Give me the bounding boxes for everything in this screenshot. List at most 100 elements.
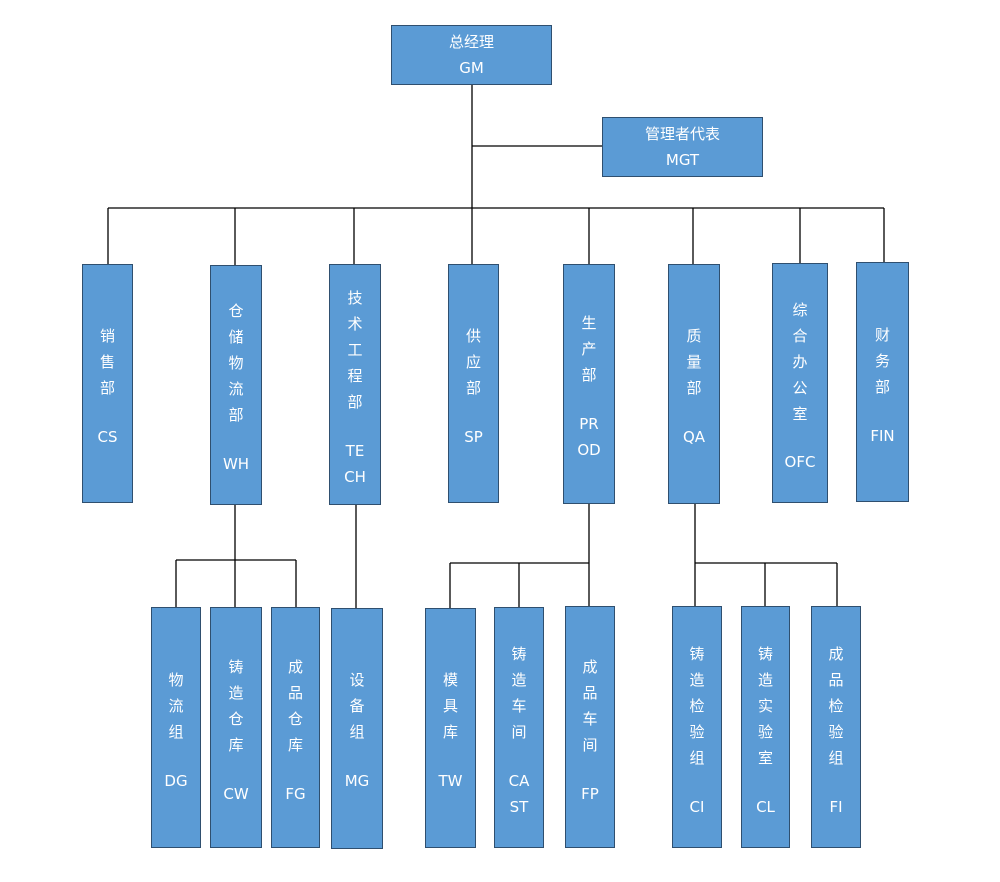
- node-mg: 设备组 MG: [331, 608, 383, 849]
- name-char: 流: [228, 380, 244, 398]
- name-char: 部: [228, 406, 244, 424]
- name-char: 品: [287, 684, 303, 702]
- name-char: 合: [792, 327, 808, 345]
- node-ofc-code: OFC: [784, 453, 816, 471]
- node-tech-code1: TE: [345, 442, 365, 460]
- name-char: 综: [792, 301, 808, 319]
- name-char: 务: [874, 352, 890, 370]
- node-cw-code: CW: [223, 785, 249, 803]
- node-cw: 铸造仓库 CW: [210, 607, 262, 848]
- name-char: 程: [347, 367, 363, 385]
- node-qa: 质量部 QA: [668, 264, 720, 504]
- name-char: 部: [686, 379, 702, 397]
- node-fi-code: FI: [829, 798, 843, 816]
- name-char: 公: [792, 379, 808, 397]
- node-prod-name: 生产部: [564, 310, 614, 388]
- node-mg-code: MG: [344, 772, 370, 790]
- node-dg-name: 物流组: [152, 667, 200, 745]
- node-gm-name: 总经理: [448, 33, 494, 51]
- node-fp: 成品车间 FP: [565, 606, 615, 848]
- name-char: 量: [686, 353, 702, 371]
- name-char: 仓: [228, 302, 244, 320]
- node-mgt: 管理者代表 MGT: [602, 117, 763, 177]
- node-gm: 总经理 GM: [391, 25, 552, 85]
- name-char: 供: [465, 327, 481, 345]
- name-char: 设: [349, 671, 365, 689]
- name-char: 仓: [287, 710, 303, 728]
- node-cs-code: CS: [97, 428, 118, 446]
- name-char: 检: [828, 697, 844, 715]
- node-ofc-name: 综合办公室: [773, 297, 827, 427]
- name-char: 部: [347, 393, 363, 411]
- name-char: 仓: [228, 710, 244, 728]
- name-char: 产: [581, 340, 597, 358]
- node-cast-code2: ST: [509, 798, 529, 816]
- node-prod: 生产部 PR OD: [563, 264, 615, 504]
- name-char: 成: [287, 658, 303, 676]
- name-char: 储: [228, 328, 244, 346]
- node-fg-code: FG: [285, 785, 306, 803]
- node-mg-name: 设备组: [332, 667, 382, 745]
- name-char: 物: [228, 354, 244, 372]
- name-char: 物: [168, 671, 184, 689]
- node-mgt-code: MGT: [665, 151, 700, 169]
- node-ci: 铸造检验组 CI: [672, 606, 722, 848]
- name-char: 造: [757, 671, 773, 689]
- name-char: 铸: [511, 645, 527, 663]
- name-char: 流: [168, 697, 184, 715]
- node-tw-code: TW: [438, 772, 463, 790]
- node-cast-code1: CA: [508, 772, 530, 790]
- name-char: 品: [582, 684, 598, 702]
- node-dg: 物流组 DG: [151, 607, 201, 848]
- name-char: 组: [168, 723, 184, 741]
- name-char: 术: [347, 315, 363, 333]
- name-char: 实: [757, 697, 773, 715]
- name-char: 造: [689, 671, 705, 689]
- node-mgt-name: 管理者代表: [644, 125, 720, 143]
- name-char: 间: [582, 736, 598, 754]
- node-fin: 财务部 FIN: [856, 262, 909, 502]
- name-char: 部: [581, 366, 597, 384]
- name-char: 财: [874, 326, 890, 344]
- node-fin-code: FIN: [870, 427, 895, 445]
- node-sp-name: 供应部: [449, 323, 498, 401]
- name-char: 部: [874, 378, 890, 396]
- name-char: 部: [465, 379, 481, 397]
- name-char: 铸: [228, 658, 244, 676]
- node-fg: 成品仓库 FG: [271, 607, 320, 848]
- name-char: 办: [792, 353, 808, 371]
- node-cl-code: CL: [756, 798, 775, 816]
- name-char: 应: [465, 353, 481, 371]
- name-char: 室: [757, 749, 773, 767]
- node-fp-code: FP: [581, 785, 599, 803]
- name-char: 部: [99, 379, 115, 397]
- node-cl: 铸造实验室 CL: [741, 606, 790, 848]
- node-cast-name: 铸造车间: [495, 641, 543, 745]
- node-ci-code: CI: [689, 798, 705, 816]
- name-char: 成: [582, 658, 598, 676]
- node-cast: 铸造车间 CA ST: [494, 607, 544, 848]
- name-char: 造: [228, 684, 244, 702]
- name-char: 组: [349, 723, 365, 741]
- name-char: 模: [442, 671, 458, 689]
- name-char: 验: [689, 723, 705, 741]
- name-char: 验: [828, 723, 844, 741]
- name-char: 质: [686, 327, 702, 345]
- name-char: 库: [287, 736, 303, 754]
- name-char: 铸: [757, 645, 773, 663]
- node-sp: 供应部 SP: [448, 264, 499, 503]
- node-cs: 销售部 CS: [82, 264, 133, 503]
- node-fg-name: 成品仓库: [272, 654, 319, 758]
- name-char: 工: [347, 341, 363, 359]
- name-char: 组: [689, 749, 705, 767]
- node-fi: 成品检验组 FI: [811, 606, 861, 848]
- node-wh: 仓储物流部 WH: [210, 265, 262, 505]
- node-gm-code: GM: [459, 59, 484, 77]
- name-char: 组: [828, 749, 844, 767]
- name-char: 具: [442, 697, 458, 715]
- name-char: 检: [689, 697, 705, 715]
- node-prod-code1: PR: [579, 415, 599, 433]
- node-fi-name: 成品检验组: [812, 641, 860, 771]
- node-ofc: 综合办公室 OFC: [772, 263, 828, 503]
